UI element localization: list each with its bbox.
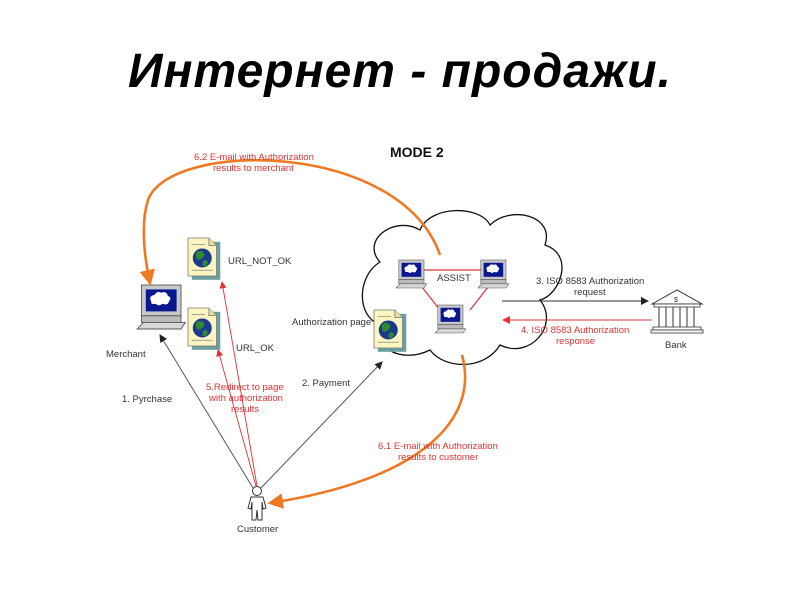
email-customer-arrow: [267, 354, 467, 509]
url-ok-page-icon: [187, 307, 221, 351]
payment-label: 2. Payment: [302, 378, 350, 389]
iso-request-label-line2: request: [574, 287, 606, 298]
iso-request-label-line1: 3. ISO 8583 Authorization: [536, 276, 644, 287]
slide-title: Интернет - продажи.: [128, 45, 672, 98]
assist-server-right-icon: [477, 259, 510, 289]
url-not-ok-page-icon: [187, 237, 221, 281]
email-merchant-label-line1: 6.2 E-mail with Authorization: [194, 152, 314, 163]
customer-label: Customer: [237, 524, 278, 535]
svg-text:$: $: [674, 297, 678, 304]
iso-response-label-line1: 4. ISO 8583 Authorization: [521, 325, 629, 336]
redirect-url-not-ok-arrow: [219, 281, 258, 487]
mode-label: MODE 2: [390, 144, 444, 160]
iso-response-label-line2: response: [556, 336, 595, 347]
payment-arrow: [260, 361, 383, 489]
url-not-ok-label: URL_NOT_OK: [228, 256, 292, 267]
assist-server-bottom-icon: [434, 304, 467, 334]
assist-server-left-icon: [395, 259, 428, 289]
email-customer-label-line2: results to customer: [398, 452, 478, 463]
redirect-url-ok-arrow: [216, 349, 257, 487]
redirect-label-line3: results: [231, 404, 259, 415]
authorization-page-label: Authorization page: [292, 317, 371, 328]
customer-icon: [247, 486, 267, 521]
email-customer-label-line1: 6.1 E-mail with Authorization: [378, 441, 498, 452]
assist-label: ASSIST: [437, 273, 471, 284]
authorization-page-icon: [373, 309, 407, 353]
bank-icon: $: [650, 289, 704, 334]
purchase-label: 1. Pyrchase: [122, 394, 172, 405]
url-ok-label: URL_OK: [236, 343, 275, 354]
purchase-arrow: [159, 334, 254, 489]
bank-label: Bank: [665, 340, 687, 351]
merchant-computer-icon: [136, 284, 186, 330]
redirect-label-line1: 5.Redirect to page: [206, 382, 284, 393]
email-merchant-arrow: [139, 158, 442, 286]
merchant-label: Merchant: [106, 349, 146, 360]
redirect-label-line2: with authorization: [208, 393, 283, 404]
email-merchant-label-line2: results to merchant: [213, 163, 294, 174]
